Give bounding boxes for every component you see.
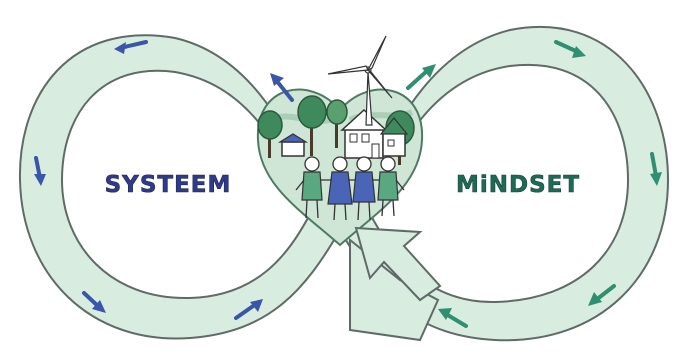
tree-icon [326,99,348,148]
direction-arrow-icon [588,284,616,306]
label-mindset: MiNDSET [456,172,580,198]
direction-arrow-icon [650,152,662,186]
tree-icon [297,95,327,156]
house-icon [379,117,409,157]
direction-arrow-icon [270,73,294,102]
direction-arrow-icon [406,64,436,90]
house-icon [340,108,388,159]
heart-scene [256,35,424,247]
tree-icon [257,110,283,158]
direction-arrow-icon [234,299,263,320]
direction-arrow-icon [438,308,468,328]
direction-arrow-icon [554,40,586,58]
left-loop-arrows [34,40,294,320]
label-systeem: SYSTEEM [105,172,232,198]
left-loop-hole [60,69,314,300]
direction-arrow-icon [34,156,46,186]
people-figures-icon [295,156,405,221]
right-loop-arrows [406,40,662,328]
wind-turbine-icon [327,35,393,126]
crossing-arrowhead [354,226,442,302]
direction-arrow-icon [114,40,148,54]
direction-arrow-icon [82,291,106,313]
shed-icon [277,133,309,157]
right-loop-hole [366,63,630,304]
